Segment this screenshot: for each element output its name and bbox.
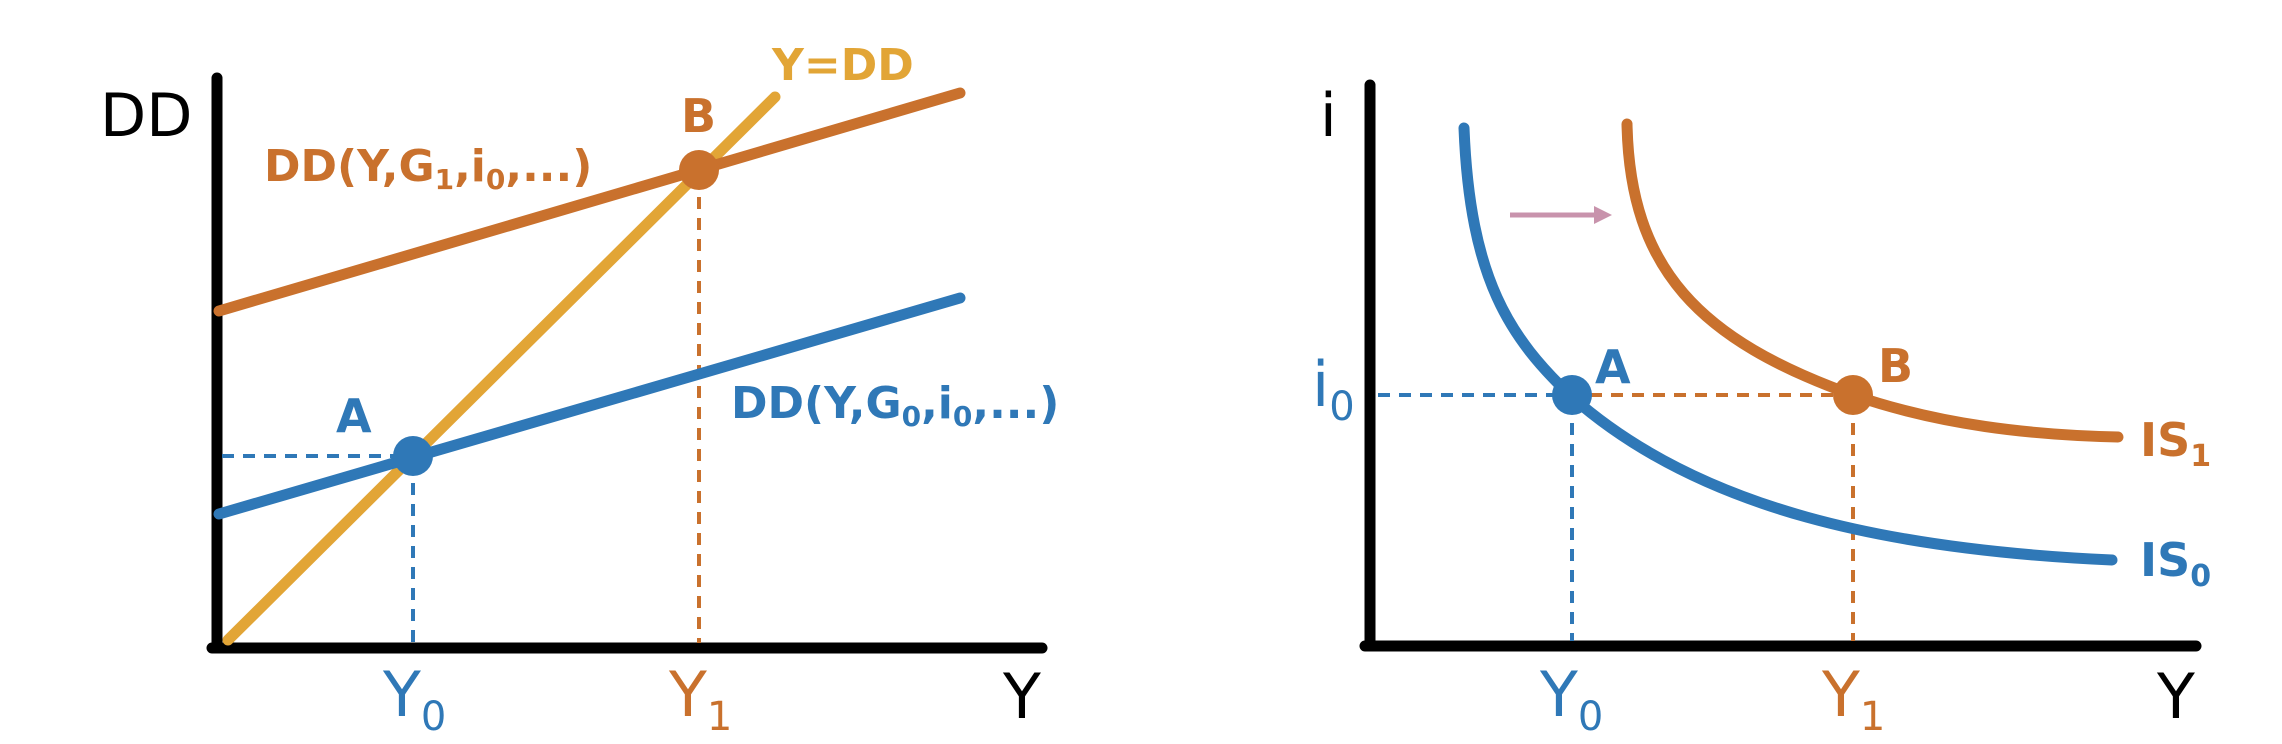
left-point-a-label: A <box>336 389 372 443</box>
right-y-axis-label: i <box>1320 81 1337 151</box>
left-y-axis-label: DD <box>100 81 192 151</box>
left-panel: DD Y Y=DD DD(Y,G1,i0,...) DD(Y,G0,i0,...… <box>100 40 1059 740</box>
left-point-b-label: B <box>681 89 716 143</box>
left-point-b-marker <box>679 150 719 190</box>
left-x-tick-y0: Y0 <box>382 658 446 740</box>
dd-g1-label: DD(Y,G1,i0,...) <box>264 141 592 196</box>
left-point-a-marker <box>393 436 433 476</box>
right-point-a-label: A <box>1595 340 1631 394</box>
y-equals-dd-line <box>222 91 781 646</box>
is0-curve <box>1458 122 2118 566</box>
right-point-b-label: B <box>1878 339 1913 393</box>
i0-tick-label: i0 <box>1312 348 1355 430</box>
right-point-a-marker <box>1552 375 1592 415</box>
dd-g0-label: DD(Y,G0,i0,...) <box>731 378 1059 433</box>
is0-label: IS0 <box>2140 533 2211 594</box>
right-x-tick-y0: Y0 <box>1539 658 1603 740</box>
y-equals-dd-label: Y=DD <box>771 40 914 91</box>
left-x-tick-y1: Y1 <box>668 658 732 740</box>
left-x-axis-label: Y <box>1002 660 1041 733</box>
dd-g0-line <box>213 292 966 520</box>
rightward-shift-arrow-icon <box>1510 206 1612 224</box>
right-x-tick-y1: Y1 <box>1821 658 1885 740</box>
right-panel: i Y i0 A B IS1 IS0 Y0 Y1 <box>1312 79 2211 740</box>
dd-g1-line <box>213 87 966 317</box>
is1-label: IS1 <box>2140 413 2211 474</box>
right-x-axis-label: Y <box>2156 660 2195 733</box>
right-point-b-marker <box>1833 375 1873 415</box>
is1-curve <box>1621 118 2124 443</box>
